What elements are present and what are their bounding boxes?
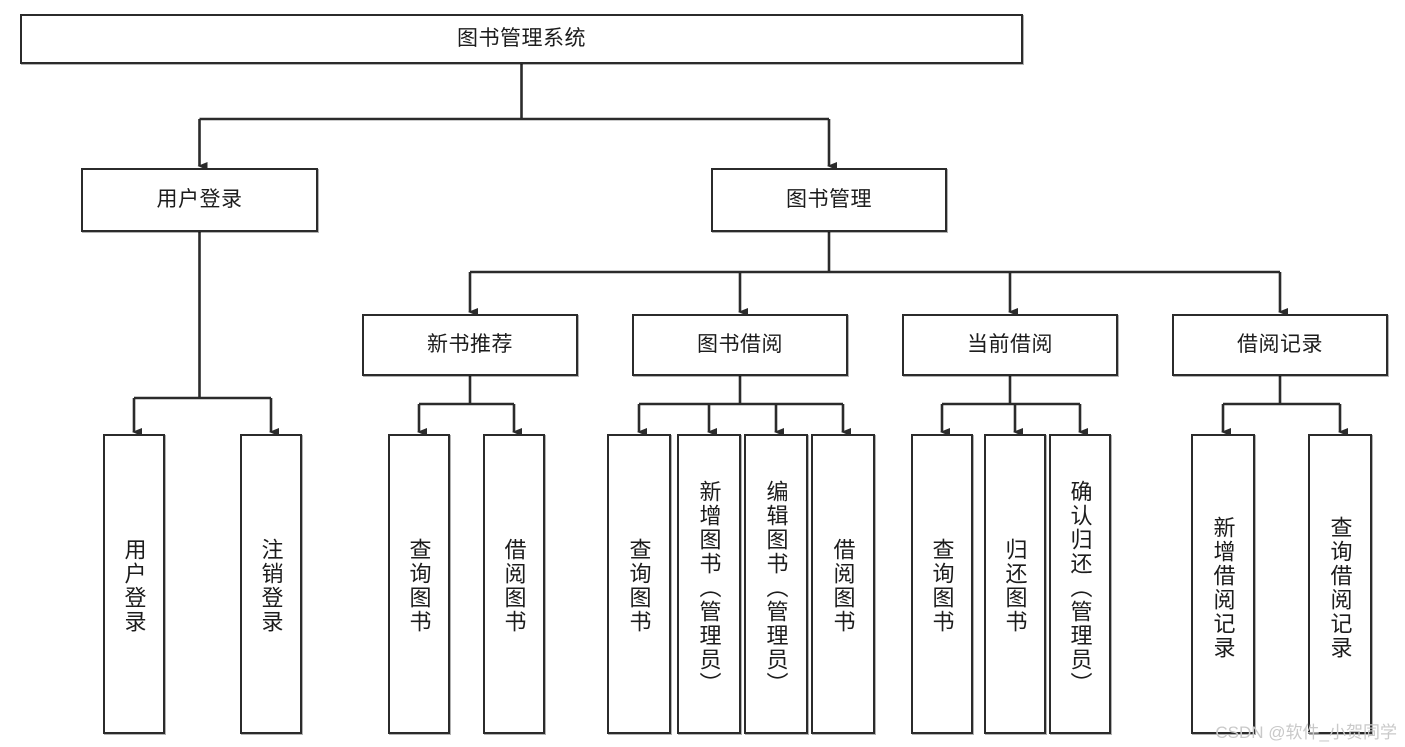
node-label: 确认归还（管理员） xyxy=(1067,480,1093,696)
node-leaf-return-book[interactable]: 归还图书 xyxy=(984,434,1046,734)
node-label: 图书管理系统 xyxy=(457,26,586,50)
node-borrow-record[interactable]: 借阅记录 xyxy=(1172,314,1388,376)
node-leaf-query-book-2[interactable]: 查询图书 xyxy=(607,434,671,734)
node-leaf-borrow-book-1[interactable]: 借阅图书 xyxy=(483,434,545,734)
node-label: 查询借阅记录 xyxy=(1327,516,1353,660)
node-label: 用户登录 xyxy=(156,187,243,211)
watermark-text: CSDN @软件_小贺同学 xyxy=(1215,723,1397,742)
node-leaf-borrow-book-2[interactable]: 借阅图书 xyxy=(811,434,875,734)
node-label: 查询图书 xyxy=(406,538,432,634)
node-leaf-user-login[interactable]: 用户登录 xyxy=(103,434,165,734)
node-label: 注销登录 xyxy=(258,538,284,634)
node-label: 图书借阅 xyxy=(697,332,783,356)
node-root[interactable]: 图书管理系统 xyxy=(20,14,1023,64)
node-leaf-edit-book[interactable]: 编辑图书（管理员） xyxy=(744,434,808,734)
node-label: 借阅图书 xyxy=(501,538,527,634)
node-user-login[interactable]: 用户登录 xyxy=(81,168,318,232)
node-label: 借阅记录 xyxy=(1237,332,1323,356)
node-new-book-rec[interactable]: 新书推荐 xyxy=(362,314,578,376)
node-label: 编辑图书（管理员） xyxy=(763,480,789,696)
node-leaf-user-logout[interactable]: 注销登录 xyxy=(240,434,302,734)
node-leaf-query-book-3[interactable]: 查询图书 xyxy=(911,434,973,734)
node-label: 新书推荐 xyxy=(427,332,513,356)
node-label: 归还图书 xyxy=(1002,538,1028,634)
node-label: 查询图书 xyxy=(929,538,955,634)
node-current-borrow[interactable]: 当前借阅 xyxy=(902,314,1118,376)
node-book-manage[interactable]: 图书管理 xyxy=(711,168,947,232)
node-label: 用户登录 xyxy=(121,538,147,634)
node-leaf-query-record[interactable]: 查询借阅记录 xyxy=(1308,434,1372,734)
node-label: 新增借阅记录 xyxy=(1210,516,1236,660)
node-label: 查询图书 xyxy=(626,538,652,634)
node-label: 新增图书（管理员） xyxy=(696,480,722,696)
node-leaf-add-record[interactable]: 新增借阅记录 xyxy=(1191,434,1255,734)
node-leaf-confirm-return[interactable]: 确认归还（管理员） xyxy=(1049,434,1111,734)
node-book-borrow[interactable]: 图书借阅 xyxy=(632,314,848,376)
node-label: 借阅图书 xyxy=(830,538,856,634)
node-label: 当前借阅 xyxy=(967,332,1053,356)
node-label: 图书管理 xyxy=(786,187,872,211)
node-leaf-query-book-1[interactable]: 查询图书 xyxy=(388,434,450,734)
node-leaf-add-book[interactable]: 新增图书（管理员） xyxy=(677,434,741,734)
